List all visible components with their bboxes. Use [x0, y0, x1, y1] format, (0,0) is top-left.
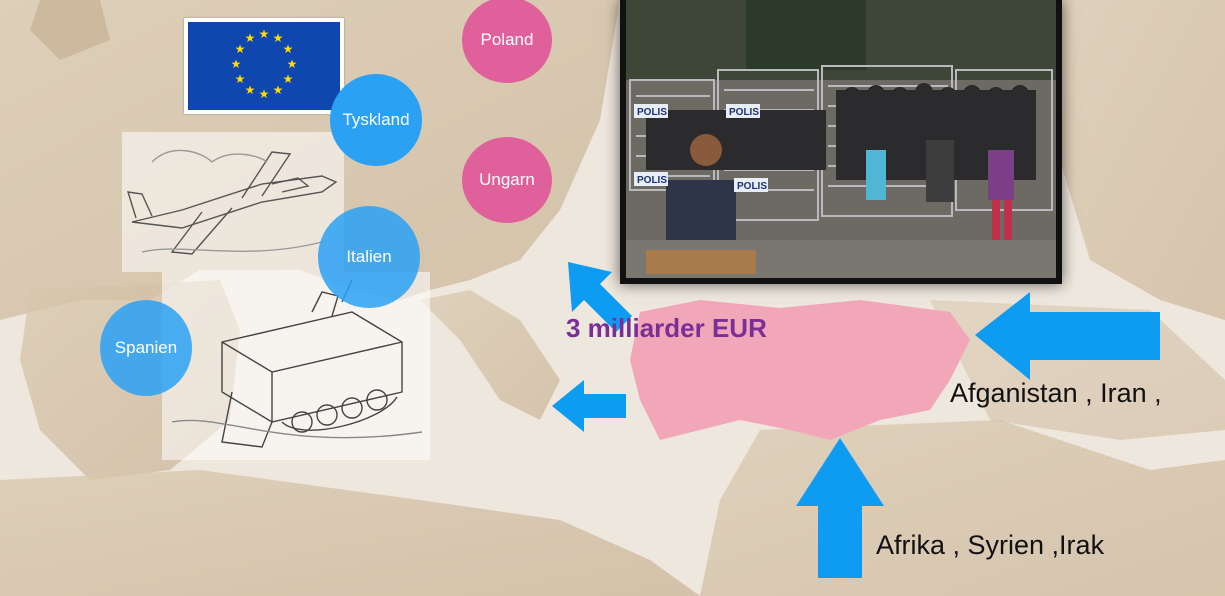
- police-sign: POLIS: [737, 181, 767, 192]
- country-label: Poland: [480, 30, 534, 49]
- police-sign: POLIS: [637, 175, 667, 186]
- country-label: Tyskland: [342, 110, 410, 129]
- svg-text:★: ★: [245, 83, 256, 97]
- country-circle-ungarn: Ungarn: [462, 137, 552, 223]
- border-photo: POLIS POLIS POLIS POLIS: [620, 0, 1062, 284]
- country-circle-italien: Italien: [318, 206, 420, 308]
- country-label: Spanien: [114, 338, 178, 357]
- svg-text:★: ★: [259, 27, 270, 41]
- country-circle-spanien: Spanien: [100, 300, 192, 396]
- svg-text:★: ★: [283, 42, 294, 56]
- svg-text:★: ★: [259, 87, 270, 101]
- svg-text:★: ★: [245, 31, 256, 45]
- police-sign: POLIS: [729, 107, 759, 118]
- turkey-shape: [630, 300, 970, 440]
- country-label: Ungarn: [479, 170, 535, 189]
- origins-east-label: Afganistan , Iran ,: [950, 378, 1162, 408]
- svg-text:★: ★: [235, 72, 246, 86]
- svg-text:★: ★: [283, 72, 294, 86]
- country-circle-tyskland: Tyskland: [330, 74, 422, 166]
- svg-text:★: ★: [235, 42, 246, 56]
- svg-text:★: ★: [273, 31, 284, 45]
- svg-text:★: ★: [287, 57, 298, 71]
- plane-sketch: [122, 132, 344, 272]
- svg-text:★: ★: [273, 83, 284, 97]
- country-circle-poland: Poland: [462, 0, 552, 83]
- police-sign: POLIS: [637, 107, 667, 118]
- eu-flag-icon: ★ ★ ★ ★ ★ ★ ★ ★ ★ ★ ★ ★: [184, 18, 344, 114]
- country-label: Italien: [346, 247, 392, 266]
- svg-text:★: ★: [231, 57, 242, 71]
- amount-label: 3 milliarder EUR: [566, 313, 767, 343]
- origins-south-label: Afrika , Syrien ,Irak: [876, 530, 1105, 560]
